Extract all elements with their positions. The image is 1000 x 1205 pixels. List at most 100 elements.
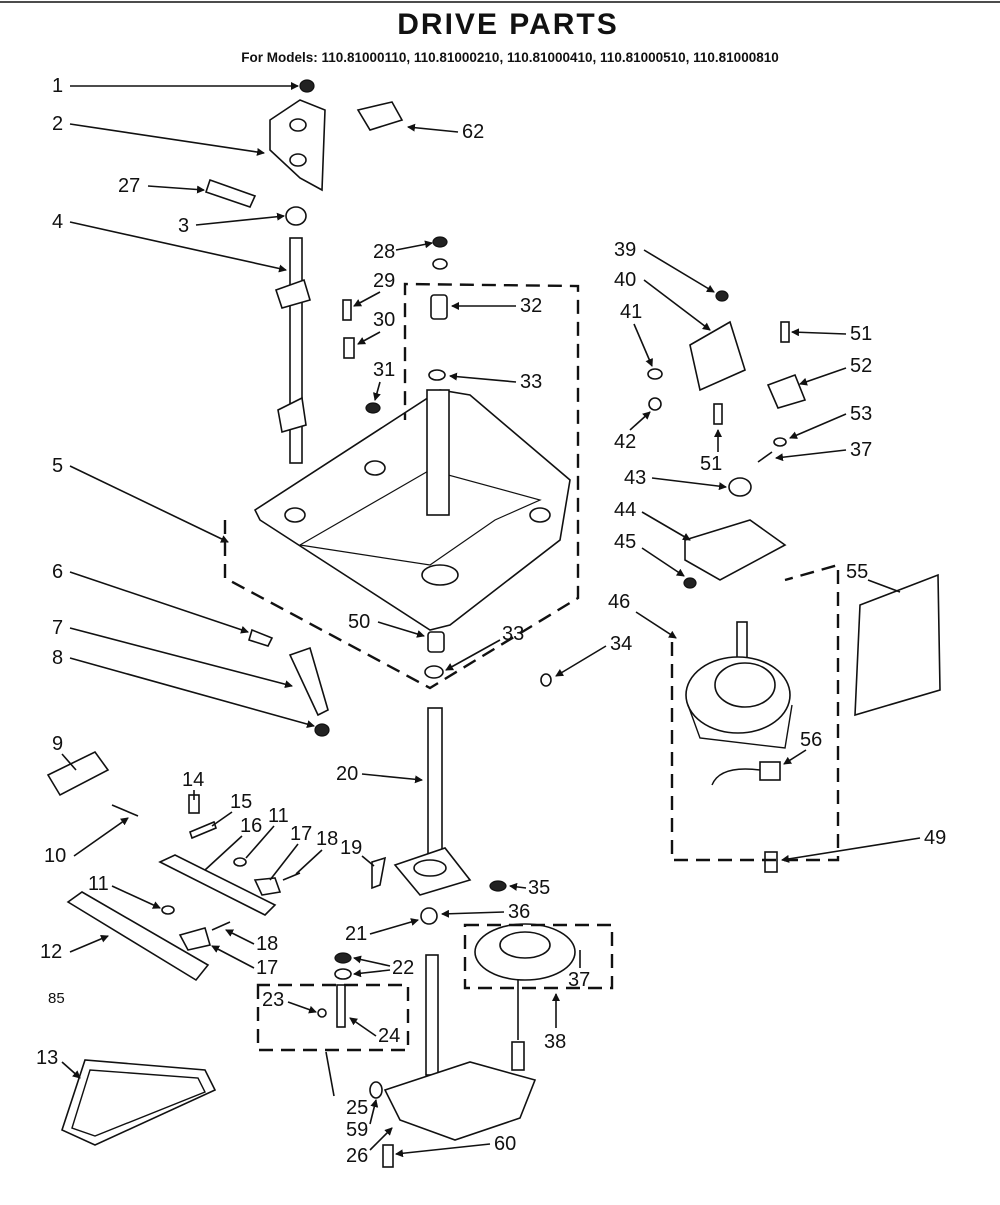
callout-label: 12 [40, 941, 62, 963]
callout-53: 53 [789, 403, 872, 439]
part-6-bolt [248, 628, 274, 647]
callout-37: 37 [568, 950, 590, 991]
callout-label: 43 [624, 467, 646, 489]
callout-42: 42 [614, 411, 651, 453]
part-37-clip [757, 451, 773, 463]
callout-60: 60 [395, 1133, 516, 1158]
callout-17-lower: 17 [211, 945, 278, 979]
callout-label: 10 [44, 845, 66, 867]
group-23-24-outline [256, 983, 410, 1052]
callout-18-lower: 18 [225, 929, 278, 955]
callout-label: 28 [373, 241, 395, 263]
part-8-nut [314, 723, 330, 737]
part-9-switch [46, 750, 110, 797]
callout-62: 62 [407, 121, 484, 143]
callout-label: 11 [88, 873, 109, 895]
callout-20: 20 [336, 763, 423, 785]
callout-label: 25 [346, 1097, 368, 1119]
callout-21: 21 [345, 918, 419, 945]
callout-label: 21 [345, 923, 367, 945]
part-21-hub [393, 847, 472, 896]
callout-label: 60 [494, 1133, 516, 1155]
callout-label: 20 [336, 763, 358, 785]
center-post [426, 389, 450, 516]
callout-35: 35 [509, 877, 550, 899]
callout-label: 7 [52, 617, 63, 639]
part-18-screw-lower [211, 921, 231, 931]
callout-56: 56 [783, 729, 822, 765]
part-1-nut [299, 79, 315, 93]
part-4-shaft-assembly [274, 237, 311, 464]
callout-44: 44 [614, 499, 691, 541]
part-49-bolt [764, 851, 778, 873]
callout-label: 55 [846, 561, 868, 583]
callout-43: 43 [624, 467, 727, 491]
callout-label: 62 [462, 121, 484, 143]
callout-51-lower: 51 [700, 429, 722, 475]
callout-49: 49 [781, 827, 946, 863]
callout-23: 23 [262, 989, 317, 1014]
callout-label: 24 [378, 1025, 400, 1047]
callout-1: 1 [52, 75, 299, 97]
part-32-bearing [430, 294, 448, 320]
callout-label: 33 [502, 623, 524, 645]
callout-51: 51 [791, 323, 872, 345]
callout-32: 32 [451, 295, 542, 317]
part-3-bushing [285, 206, 307, 226]
part-26-gearcase [383, 1041, 537, 1141]
part-12-bar [66, 891, 210, 982]
callout-label: 19 [340, 837, 362, 859]
callout-18: 18 [295, 828, 338, 875]
callout-38: 38 [544, 993, 566, 1053]
corner-code: 85 [48, 990, 65, 1007]
callout-24: 24 [349, 1017, 400, 1047]
part-53-washer [773, 437, 787, 447]
callout-8: 8 [52, 647, 315, 728]
diagram-title: DRIVE PARTS [397, 8, 618, 41]
part-56-switch [711, 761, 781, 786]
part-46-motor [685, 621, 793, 749]
part-34-washer [540, 673, 552, 687]
part-5-base-plate [253, 389, 571, 631]
callout-14: 14 [182, 769, 204, 800]
part-41-nut [647, 368, 663, 380]
part-16-bar [158, 854, 277, 916]
callout-label: 17 [256, 957, 278, 979]
part-50-bearing [427, 631, 445, 653]
callout-label: 8 [52, 647, 63, 669]
callout-2: 2 [52, 113, 265, 156]
part-11-pin [233, 857, 247, 867]
callout-label: 56 [800, 729, 822, 751]
part-17-clip [253, 877, 282, 896]
callout-19: 19 [340, 837, 375, 867]
callout-label: 18 [316, 828, 338, 850]
callout-52: 52 [799, 355, 872, 386]
callout-25: 25 [325, 1051, 368, 1119]
part-29-bolt [342, 299, 352, 321]
callout-34: 34 [555, 633, 632, 677]
callout-5: 5 [52, 455, 229, 543]
part-22-washers [334, 952, 352, 980]
callout-label: 32 [520, 295, 542, 317]
callout-36: 36 [441, 901, 530, 923]
callout-label: 50 [348, 611, 370, 633]
part-10-screw [111, 804, 139, 817]
callout-13: 13 [36, 1047, 81, 1079]
callout-22: 22 [353, 955, 414, 979]
callout-label: 59 [346, 1119, 368, 1141]
callout-12: 12 [40, 935, 109, 963]
callout-55: 55 [846, 561, 901, 593]
part-44-mount [684, 519, 787, 581]
part-40-bracket [689, 320, 746, 392]
callout-59: 59 [346, 1099, 379, 1141]
callout-label: 46 [608, 591, 630, 613]
callout-29: 29 [353, 270, 395, 307]
part-33-seal [428, 369, 446, 381]
callout-label: 53 [850, 403, 872, 425]
part-60-bolt [382, 1144, 394, 1168]
part-38-pulley [474, 923, 576, 1040]
callout-label: 14 [182, 769, 204, 791]
callout-label: 38 [544, 1031, 566, 1053]
callout-label: 22 [392, 957, 414, 979]
